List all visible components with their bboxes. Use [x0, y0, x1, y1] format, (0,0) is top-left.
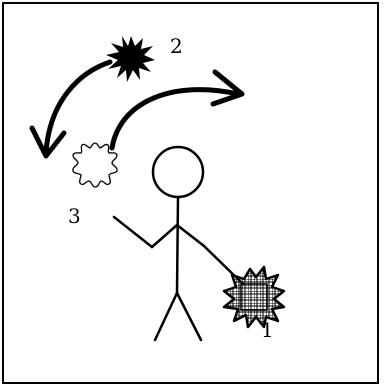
- label-2: 2: [170, 34, 183, 58]
- stick-figure-right-arm-lower: [202, 244, 245, 286]
- stick-figure-left-arm-upper: [150, 223, 179, 249]
- arrow-2-to-3: [29, 59, 113, 159]
- stick-figure-left-arm-lower: [112, 215, 154, 249]
- virus-black-icon: [106, 36, 155, 82]
- stick-figure-body: [175, 195, 180, 295]
- stick-figure-right-leg: [175, 291, 203, 342]
- stick-figure-right-arm: [175, 223, 206, 248]
- virus-checkered-icon: [222, 265, 286, 329]
- stick-figure: [112, 145, 245, 342]
- label-1: 1: [261, 318, 274, 342]
- stick-figure-head: [151, 145, 205, 199]
- arrow-3-to-right: [109, 69, 245, 151]
- label-3: 3: [68, 204, 81, 228]
- stick-figure-left-leg: [153, 291, 179, 342]
- virus-outline-icon: [72, 142, 118, 188]
